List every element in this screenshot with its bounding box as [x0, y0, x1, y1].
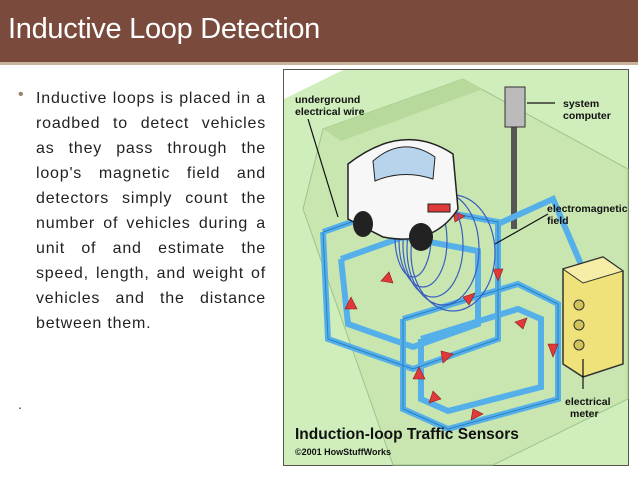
title-divider: [0, 62, 638, 65]
bullet-dot-icon: •: [18, 86, 24, 103]
label-field-2: field: [547, 215, 569, 227]
figure-credit: ©2001 HowStuffWorks: [295, 447, 391, 457]
label-computer-2: computer: [563, 110, 611, 122]
label-meter-2: meter: [570, 408, 599, 420]
bullet-text: Inductive loops is placed in a roadbed t…: [36, 90, 266, 332]
stray-mark: .: [18, 396, 22, 412]
label-underground-2: electrical wire: [295, 106, 365, 118]
induction-loop-diagram: underground electrical wire system compu…: [283, 69, 629, 466]
label-field-1: electromagnetic: [547, 203, 628, 215]
slide-title: Inductive Loop Detection: [8, 13, 321, 45]
label-meter-1: electrical: [565, 396, 611, 408]
title-bar: Inductive Loop Detection: [0, 0, 638, 62]
current-arrows: [344, 210, 559, 421]
meter-box-icon: [561, 256, 625, 378]
pole: [511, 99, 517, 229]
label-computer-1: system: [563, 98, 599, 110]
car-icon: [347, 138, 459, 251]
computer-box-icon: [504, 86, 526, 128]
slide-content: • Inductive loops is placed in a roadbed…: [18, 86, 266, 336]
figure-caption: Induction-loop Traffic Sensors: [295, 426, 519, 443]
bullet-item: • Inductive loops is placed in a roadbed…: [18, 86, 266, 336]
label-underground-1: underground: [295, 94, 360, 106]
